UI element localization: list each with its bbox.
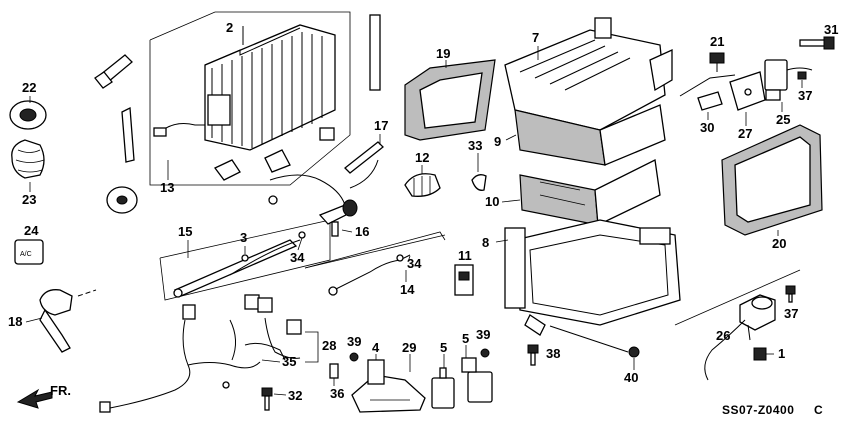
diagram-code-suffix: C	[814, 403, 823, 417]
callout-34-b: 34	[407, 256, 422, 271]
callout-7: 7	[532, 30, 539, 45]
clip-33	[471, 174, 487, 191]
callout-28: 28	[322, 338, 336, 353]
screw-37-b	[785, 285, 796, 303]
part-23-boot	[11, 139, 45, 179]
callout-22: 22	[22, 80, 36, 95]
sensor-21	[709, 52, 725, 72]
seal-19	[404, 59, 496, 141]
nut-1	[753, 347, 767, 361]
callout-37-a: 37	[798, 88, 812, 103]
bracket-30	[697, 91, 723, 111]
bolt-31	[799, 36, 835, 50]
svg-text:A/C: A/C	[20, 251, 32, 258]
callout-37-b: 37	[784, 306, 798, 321]
callout-40: 40	[624, 370, 638, 385]
tall-seal	[369, 14, 381, 91]
callout-29: 29	[402, 340, 416, 355]
callout-25: 25	[776, 112, 790, 127]
evaporator-core	[204, 24, 336, 151]
actuator-26-box	[674, 269, 801, 381]
upper-case-7	[504, 17, 673, 131]
callout-33: 33	[468, 138, 482, 153]
seal-20	[721, 124, 823, 236]
nut-39-a	[349, 352, 359, 362]
callout-19: 19	[436, 46, 450, 61]
callout-23: 23	[22, 192, 36, 207]
screw-37-a	[797, 71, 807, 80]
callout-5-b: 5	[462, 331, 469, 346]
callout-9: 9	[494, 134, 501, 149]
filter-9	[514, 104, 666, 166]
case-10	[519, 159, 661, 226]
pipe-16	[268, 141, 384, 237]
seal-strip	[121, 106, 135, 163]
callout-31: 31	[824, 22, 838, 37]
callout-5-a: 5	[440, 340, 447, 355]
wire-harness	[99, 294, 302, 413]
callout-38: 38	[546, 346, 560, 361]
nut-40	[628, 346, 640, 358]
callout-24: 24	[24, 223, 39, 238]
callout-20: 20	[772, 236, 786, 251]
relay-5-a	[431, 367, 455, 409]
callout-18: 18	[8, 314, 22, 329]
grommet	[106, 186, 138, 214]
callout-11: 11	[458, 248, 472, 263]
callout-10: 10	[485, 194, 499, 209]
callout-15: 15	[178, 224, 192, 239]
callout-32: 32	[288, 388, 302, 403]
front-label: FR.	[50, 383, 71, 398]
callout-39-a: 39	[347, 334, 361, 349]
callout-2: 2	[226, 20, 233, 35]
resistor-bracket-4	[351, 359, 426, 413]
callout-17: 17	[374, 118, 388, 133]
bolt-32	[261, 387, 273, 411]
bracket-27	[729, 71, 766, 111]
heater-case-8	[504, 219, 681, 336]
callout-27: 27	[738, 126, 752, 141]
bolt-38	[527, 344, 539, 366]
callout-16: 16	[355, 224, 369, 239]
callout-3: 3	[240, 230, 247, 245]
callout-35: 35	[282, 354, 296, 369]
nut-39-b	[480, 348, 490, 358]
callout-30: 30	[700, 120, 714, 135]
diagram-code: SS07-Z0400	[722, 403, 794, 417]
callout-12: 12	[415, 150, 429, 165]
clip-12	[404, 173, 441, 197]
pipe-box-15	[159, 219, 331, 301]
pipe-14	[304, 231, 446, 296]
evaporator-group	[149, 11, 351, 186]
callout-39-b: 39	[476, 327, 490, 342]
drain-hose	[94, 54, 133, 89]
callout-13: 13	[160, 180, 174, 195]
screw-36	[329, 363, 339, 379]
callout-36: 36	[330, 386, 344, 401]
part-24-switch: A/C	[14, 239, 44, 265]
callout-8: 8	[482, 235, 489, 250]
front-arrow	[16, 388, 53, 409]
callout-4: 4	[372, 340, 380, 355]
callout-14: 14	[400, 282, 415, 297]
callout-1: 1	[778, 346, 785, 361]
callout-34-a: 34	[290, 250, 305, 265]
part-22-motor-cap	[9, 100, 47, 130]
relay-5-b	[461, 357, 493, 403]
bracket-11	[454, 264, 474, 296]
part-18-bulb	[39, 289, 97, 353]
callout-26: 26	[716, 328, 730, 343]
sensor-25	[764, 59, 813, 101]
callout-21: 21	[710, 34, 724, 49]
